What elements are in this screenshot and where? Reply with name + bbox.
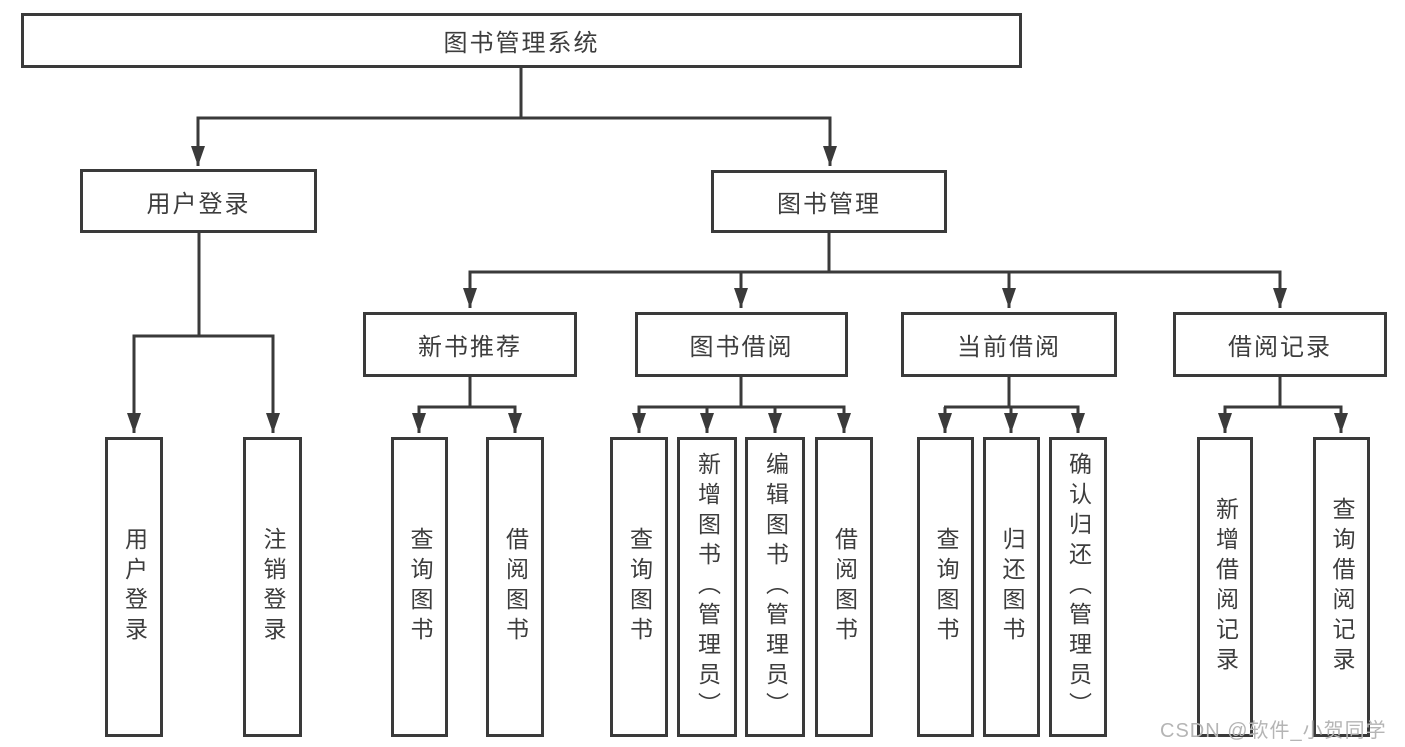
node-root: 图书管理系统 bbox=[21, 13, 1022, 68]
node-logout: 注销登录 bbox=[243, 437, 302, 737]
node-user-login-leaf: 用户登录 bbox=[105, 437, 163, 737]
node-return-book-label: 归还图书 bbox=[999, 527, 1025, 647]
node-query-book-current: 查询图书 bbox=[917, 437, 974, 737]
node-root-label: 图书管理系统 bbox=[443, 30, 600, 57]
node-borrow-records: 借阅记录 bbox=[1173, 312, 1387, 377]
node-confirm-return-admin: 确认归还（管理员） bbox=[1049, 437, 1107, 737]
node-borrow-book-recommend-label: 借阅图书 bbox=[502, 527, 529, 647]
node-query-book-borrow-label: 查询图书 bbox=[626, 527, 653, 647]
node-new-book-recommend: 新书推荐 bbox=[363, 312, 577, 377]
node-query-book-current-label: 查询图书 bbox=[933, 527, 959, 647]
node-edit-book-admin-label: 编辑图书（管理员） bbox=[762, 452, 789, 722]
node-book-management-label: 图书管理 bbox=[777, 191, 881, 218]
node-borrow-records-label: 借阅记录 bbox=[1228, 334, 1332, 361]
node-user-login-leaf-label: 用户登录 bbox=[121, 527, 148, 647]
node-current-borrow: 当前借阅 bbox=[901, 312, 1117, 377]
node-user-login-label: 用户登录 bbox=[146, 190, 251, 218]
node-return-book: 归还图书 bbox=[983, 437, 1040, 737]
node-query-book-recommend-label: 查询图书 bbox=[407, 527, 433, 647]
node-query-book-borrow: 查询图书 bbox=[610, 437, 668, 737]
node-book-management: 图书管理 bbox=[711, 170, 947, 233]
node-user-login: 用户登录 bbox=[80, 169, 317, 233]
node-query-borrow-record-label: 查询借阅记录 bbox=[1329, 497, 1355, 677]
csdn-watermark: CSDN @软件_小贺同学 bbox=[1160, 720, 1387, 742]
node-borrow-book-leaf-label: 借阅图书 bbox=[831, 527, 858, 647]
node-book-borrow: 图书借阅 bbox=[635, 312, 848, 377]
node-add-borrow-record: 新增借阅记录 bbox=[1197, 437, 1253, 737]
node-current-borrow-label: 当前借阅 bbox=[957, 334, 1061, 361]
node-borrow-book-recommend: 借阅图书 bbox=[486, 437, 544, 737]
node-add-book-admin: 新增图书（管理员） bbox=[677, 437, 737, 737]
node-edit-book-admin: 编辑图书（管理员） bbox=[745, 437, 805, 737]
node-query-borrow-record: 查询借阅记录 bbox=[1313, 437, 1370, 737]
node-new-book-recommend-label: 新书推荐 bbox=[418, 334, 522, 361]
node-book-borrow-label: 图书借阅 bbox=[689, 334, 794, 361]
node-logout-label: 注销登录 bbox=[260, 527, 286, 647]
node-add-book-admin-label: 新增图书（管理员） bbox=[694, 452, 721, 722]
node-confirm-return-admin-label: 确认归还（管理员） bbox=[1065, 452, 1092, 722]
node-add-borrow-record-label: 新增借阅记录 bbox=[1212, 497, 1239, 677]
node-query-book-recommend: 查询图书 bbox=[391, 437, 448, 737]
node-borrow-book-leaf: 借阅图书 bbox=[815, 437, 873, 737]
